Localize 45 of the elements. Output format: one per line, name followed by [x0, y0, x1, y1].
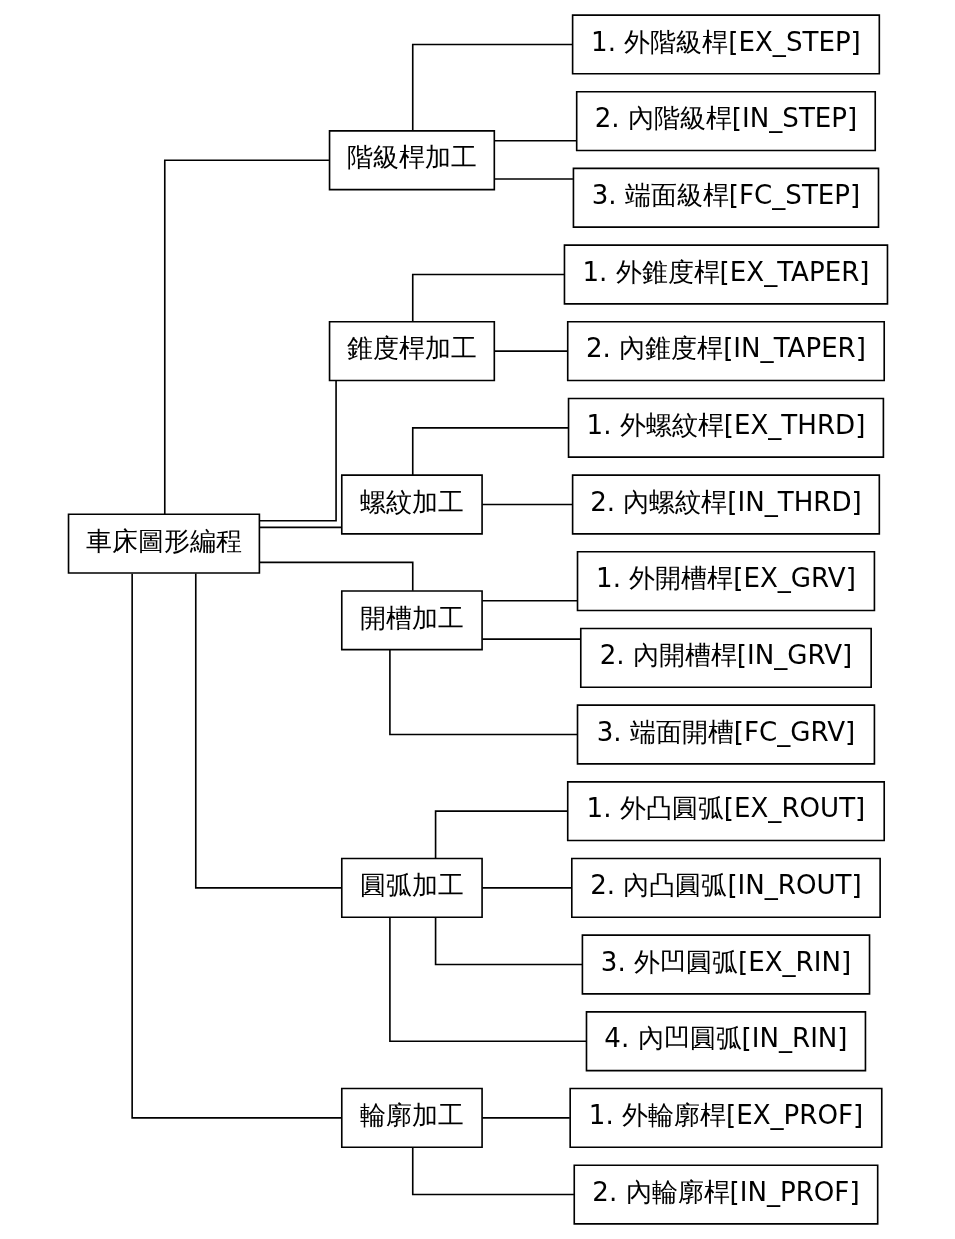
node-box: 2. 內凸圓弧[IN_ROUT] [570, 857, 881, 919]
connector [493, 178, 574, 180]
node-box: 車床圖形編程 [67, 513, 260, 574]
connector [434, 810, 568, 860]
connector [411, 273, 565, 323]
connector [481, 887, 572, 889]
connector [258, 379, 337, 522]
node-box: 4. 內凹圓弧[IN_RIN] [585, 1011, 866, 1072]
node-box: 2. 內輪廓桿[IN_PROF] [572, 1164, 878, 1225]
connector [411, 427, 569, 476]
node-box: 階級桿加工 [328, 130, 495, 191]
node-box: 開槽加工 [340, 590, 483, 651]
connector [163, 159, 330, 515]
node-box: 螺紋加工 [340, 474, 483, 535]
connector [434, 916, 583, 966]
connector [258, 526, 342, 529]
node-box: 2. 內開槽桿[IN_GRV] [579, 627, 872, 688]
node-box: 1. 外階級桿[EX_STEP] [571, 14, 880, 75]
node-box: 1. 外錐度桿[EX_TAPER] [563, 244, 888, 305]
connector [411, 1146, 575, 1196]
connector [388, 648, 578, 736]
connector [481, 503, 573, 506]
connector [411, 43, 573, 132]
connector [481, 638, 581, 640]
node-box: 3. 外凹圓弧[EX_RIN] [581, 934, 870, 995]
connector [481, 1117, 571, 1119]
node-box: 1. 外螺紋桿[EX_THRD] [567, 397, 884, 458]
node-box: 1. 外凸圓弧[EX_ROUT] [566, 781, 885, 842]
node-box: 2. 內螺紋桿[IN_THRD] [571, 474, 880, 535]
node-box: 輪廓加工 [340, 1087, 483, 1149]
connector [130, 572, 342, 1119]
node-box: 1. 外開槽桿[EX_GRV] [576, 551, 875, 612]
node-box: 2. 內階級桿[IN_STEP] [575, 90, 876, 152]
node-box: 錐度桿加工 [328, 320, 495, 382]
connector [493, 139, 577, 142]
connector [258, 561, 414, 592]
node-box: 2. 內錐度桿[IN_TAPER] [566, 320, 885, 382]
connector [194, 572, 343, 889]
node-box: 1. 外輪廓桿[EX_PROF] [568, 1087, 883, 1149]
connector [388, 916, 587, 1043]
node-box: 圓弧加工 [340, 857, 483, 919]
connector [481, 599, 578, 602]
node-box: 3. 端面級桿[FC_STEP] [572, 167, 879, 228]
connector [493, 350, 568, 352]
node-box: 3. 端面開槽[FC_GRV] [576, 704, 875, 765]
